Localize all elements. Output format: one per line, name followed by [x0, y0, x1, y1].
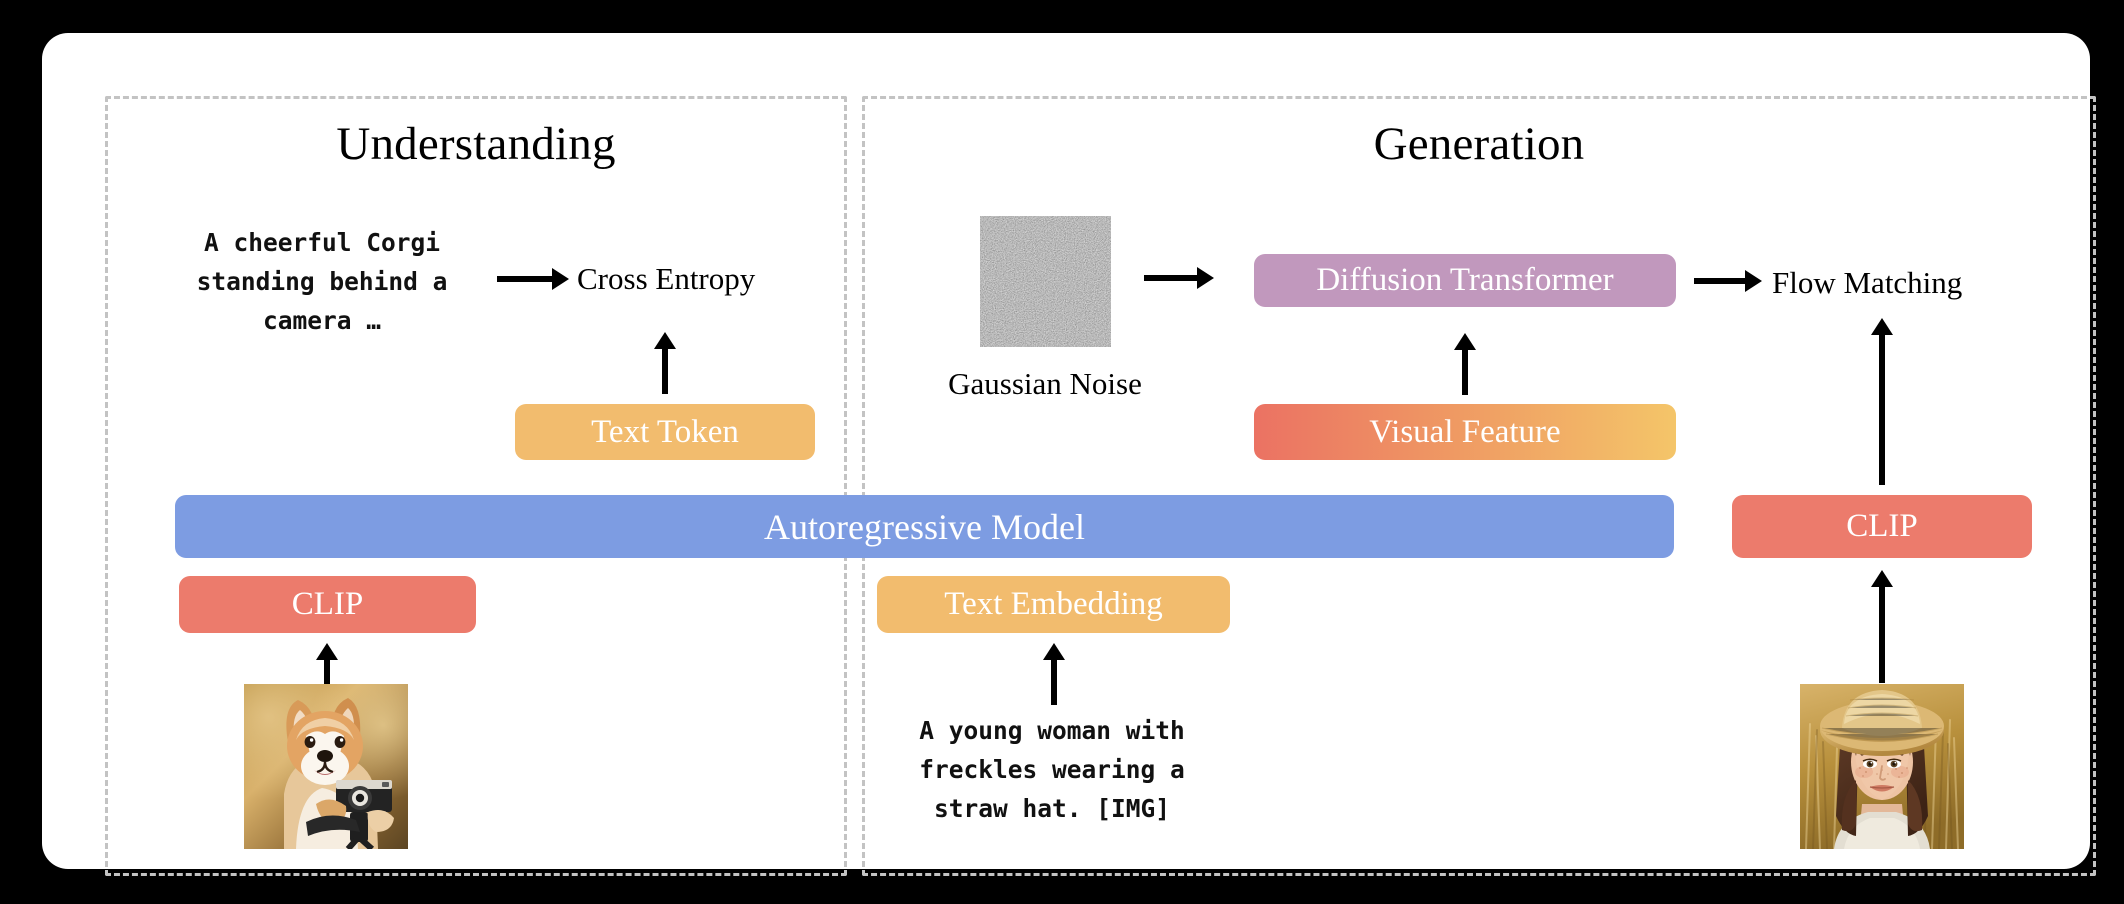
woman-in-straw-hat-photo — [1800, 684, 1964, 849]
arrow-right-icon-diffusion-transformer-to-flow-matching — [1694, 268, 1762, 294]
panel-understanding — [105, 96, 847, 876]
panel-title-generation: Generation — [1373, 118, 1585, 170]
panel-generation — [862, 96, 2096, 876]
visual-feature-box: Visual Feature — [1254, 404, 1676, 460]
arrow-up-icon-prompt-to-text-embedding — [1041, 643, 1067, 705]
diagram-card: Understanding Generation A cheerful Corg… — [42, 33, 2096, 876]
arrow-right-icon-prompt-to-cross-entropy — [497, 266, 569, 292]
cross-entropy-label: Cross Entropy — [577, 261, 756, 296]
flow-matching-label: Flow Matching — [1772, 265, 1963, 300]
autoregressive-model-bar: Autoregressive Model — [175, 495, 1674, 558]
panel-title-understanding: Understanding — [336, 118, 616, 170]
arrow-up-icon-visual-feature-to-diffusion-transformer — [1452, 333, 1478, 395]
generation-prompt-text: A young woman with freckles wearing a st… — [919, 716, 1185, 823]
arrow-up-icon-text-token-to-cross-entropy — [652, 332, 678, 394]
diffusion-transformer-box: Diffusion Transformer — [1254, 254, 1676, 307]
arrow-up-icon-corgi-image-to-clip — [314, 643, 340, 685]
gaussian-noise-image — [980, 216, 1111, 347]
arrow-right-icon-noise-to-diffusion-transformer — [1144, 265, 1214, 291]
understanding-prompt-text: A cheerful Corgi standing behind a camer… — [196, 228, 448, 335]
arrow-up-icon-woman-image-to-clip — [1869, 570, 1895, 683]
corgi-with-camera-photo — [244, 684, 408, 849]
text-embedding-box: Text Embedding — [877, 576, 1230, 633]
gaussian-noise-label: Gaussian Noise — [948, 366, 1142, 401]
text-token-box: Text Token — [515, 404, 815, 460]
clip-box-generation: CLIP — [1732, 495, 2032, 558]
arrow-up-icon-clip-to-flow-matching — [1869, 318, 1895, 485]
clip-box-understanding: CLIP — [179, 576, 476, 633]
